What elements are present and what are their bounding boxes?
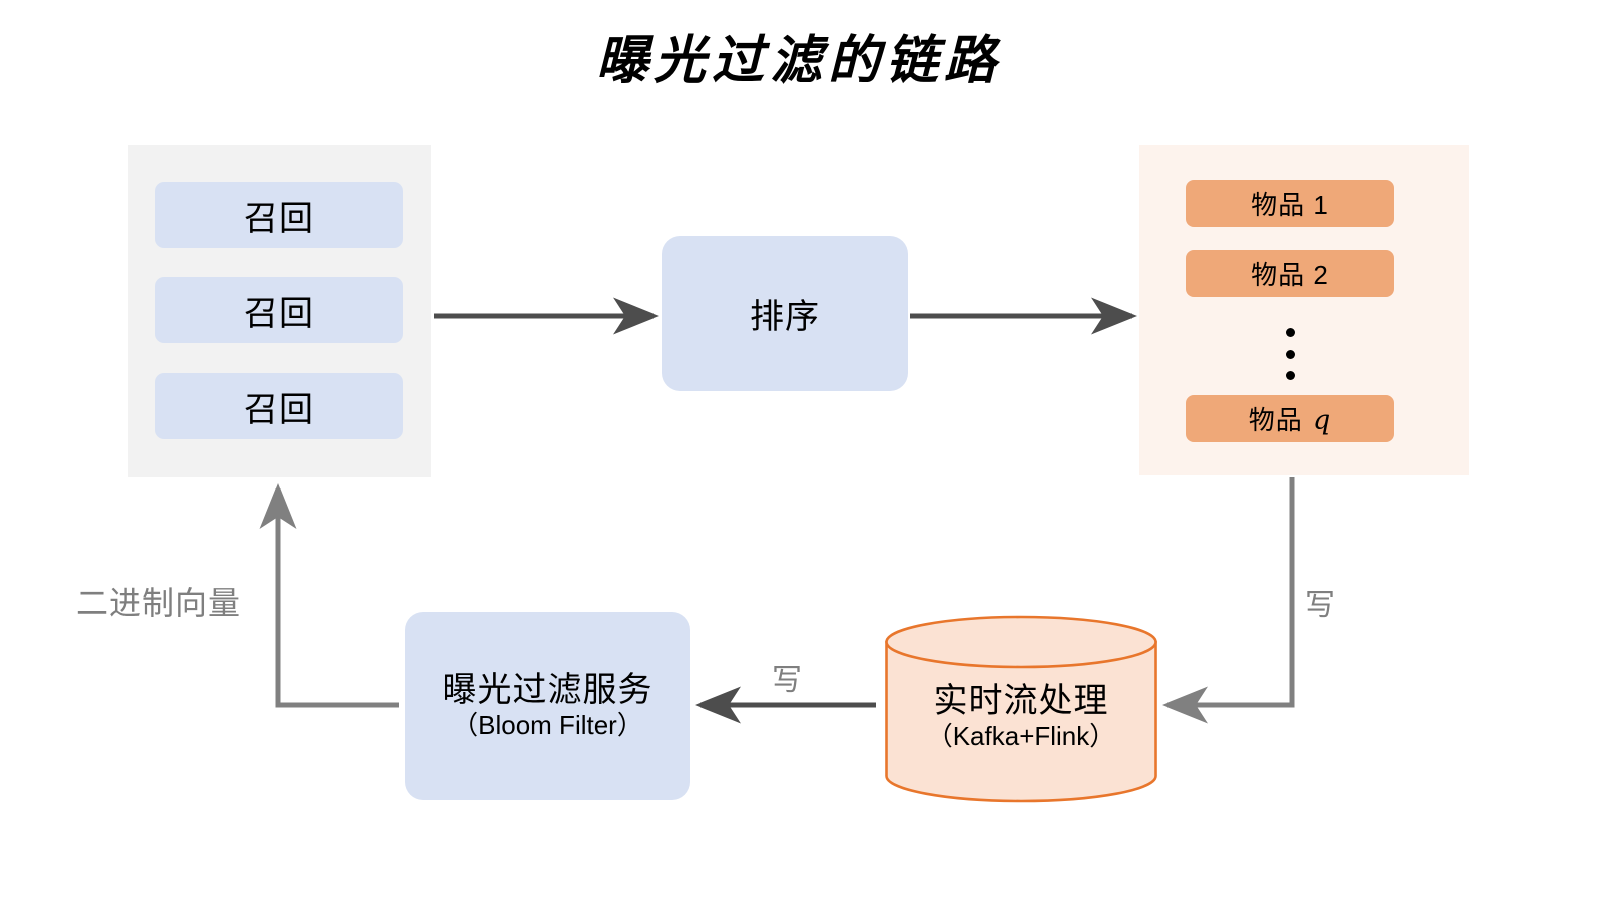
edge-label-binary-vector: 二进制向量 <box>76 585 242 621</box>
item-box-label: 物品 q <box>1249 400 1332 437</box>
recall-box-3[interactable]: 召回 <box>155 373 403 439</box>
stream-node-subtitle: （Kafka+Flink） <box>926 721 1116 752</box>
bloom-filter-subtitle: （Bloom Filter） <box>452 710 643 741</box>
edge-items-to-stream <box>1161 477 1295 724</box>
recall-box-2[interactable]: 召回 <box>155 277 403 343</box>
item-box-q[interactable]: 物品 q <box>1186 395 1394 442</box>
recall-box-label: 召回 <box>244 199 314 238</box>
item-box-1[interactable]: 物品 1 <box>1186 180 1394 227</box>
item-index: 2 <box>1313 260 1329 290</box>
edge-bloom-to-recall <box>259 482 399 708</box>
stream-node-text: 实时流处理 （Kafka+Flink） <box>884 615 1158 803</box>
bloom-filter-title: 曝光过滤服务 <box>442 671 653 710</box>
edge-label-write-stream-to-bloom: 写 <box>772 664 802 697</box>
item-box-2[interactable]: 物品 2 <box>1186 250 1394 297</box>
stream-node-title: 实时流处理 <box>933 682 1109 721</box>
ellipsis-dot <box>1285 328 1295 337</box>
edge-label-write-items-to-stream: 写 <box>1305 589 1335 622</box>
rank-node[interactable]: 排序 <box>662 236 908 391</box>
recall-box-label: 召回 <box>244 390 314 429</box>
item-index: q <box>1312 405 1332 436</box>
cylinder-shape-icon <box>885 615 1157 803</box>
item-index: 1 <box>1313 190 1329 220</box>
item-box-label: 物品 2 <box>1251 255 1329 292</box>
stream-processing-node[interactable]: 实时流处理 （Kafka+Flink） <box>884 615 1158 803</box>
item-prefix: 物品 <box>1251 260 1314 290</box>
item-box-label: 物品 1 <box>1251 185 1329 222</box>
item-prefix: 物品 <box>1251 190 1314 220</box>
recall-box-1[interactable]: 召回 <box>155 182 403 248</box>
bloom-filter-node[interactable]: 曝光过滤服务 （Bloom Filter） <box>405 612 690 800</box>
page-title: 曝光过滤的链路 <box>595 30 1002 91</box>
rank-node-label: 排序 <box>750 298 820 336</box>
vertical-ellipsis-icon <box>1280 328 1300 380</box>
ellipsis-dot <box>1285 371 1295 380</box>
ellipsis-dot <box>1285 349 1295 359</box>
recall-box-label: 召回 <box>244 294 314 333</box>
item-prefix: 物品 <box>1248 405 1311 435</box>
